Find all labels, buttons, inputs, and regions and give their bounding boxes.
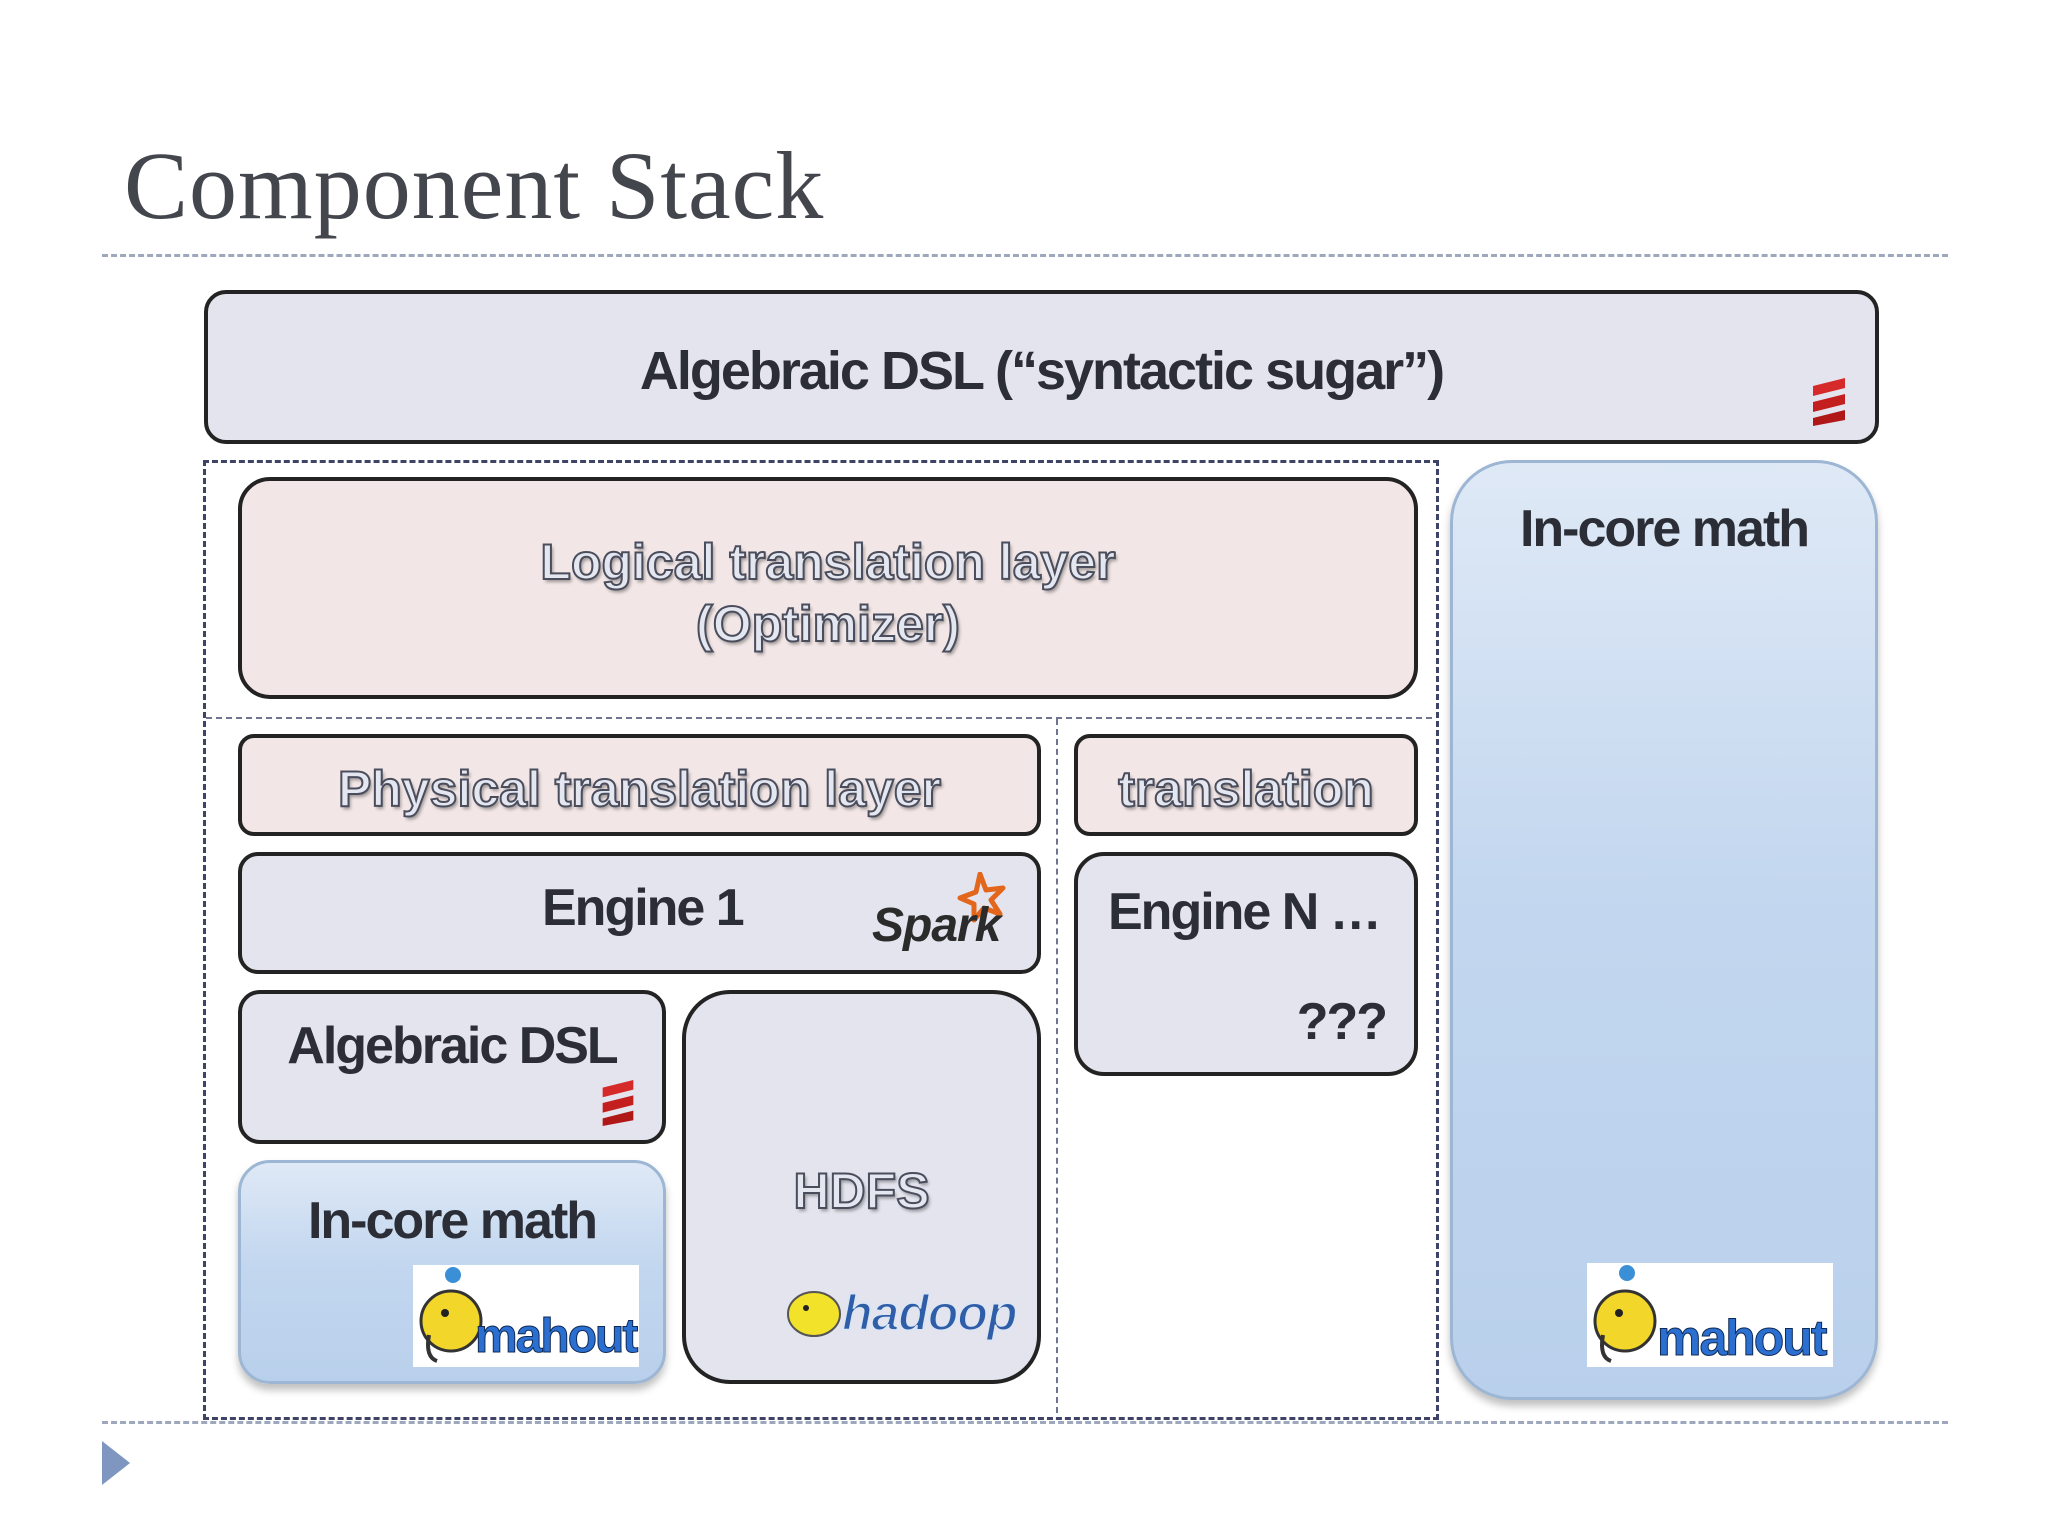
region-divider-horizontal	[206, 717, 1432, 719]
logical-translation-box: Logical translation layer (Optimizer)	[238, 477, 1418, 699]
mahout-logo-icon: mahout	[413, 1265, 639, 1367]
slide-bullet-icon	[102, 1441, 130, 1485]
mahout-logo-text: mahout	[474, 1310, 638, 1364]
hdfs-box: HDFS hadoop	[682, 990, 1041, 1384]
spark-logo-icon: Spark	[870, 871, 1010, 952]
optimizer-label: (Optimizer)	[695, 595, 961, 653]
hadoop-logo-icon: hadoop	[784, 1280, 1019, 1350]
region-divider-vertical	[1056, 719, 1058, 1413]
translation-box: translation	[1074, 734, 1418, 836]
spark-logo-text: Spark	[872, 899, 1001, 952]
incore-math-large-label: In-core math	[1519, 500, 1810, 558]
scala-icon-small	[602, 1080, 634, 1126]
physical-translation-box: Physical translation layer	[238, 734, 1041, 836]
translation-label: translation	[1117, 760, 1375, 818]
physical-translation-label: Physical translation layer	[337, 760, 942, 818]
hdfs-label: HDFS	[792, 1162, 930, 1220]
hadoop-logo-text: hadoop	[841, 1284, 1019, 1342]
engine-1-box: Engine 1 Spark	[238, 852, 1041, 974]
scala-icon	[1813, 378, 1845, 426]
engine-n-label: Engine N …	[1108, 883, 1382, 941]
incore-math-small-label: In-core math	[307, 1192, 598, 1250]
algebraic-dsl-box: Algebraic DSL	[238, 990, 666, 1144]
title-divider	[102, 254, 1948, 257]
engine-1-label: Engine 1	[542, 879, 745, 937]
incore-math-small-box: In-core math mahout	[238, 1160, 666, 1384]
mahout-logo-large-text: mahout	[1657, 1310, 1829, 1367]
algebraic-dsl-top-box: Algebraic DSL (“syntactic sugar”)	[204, 290, 1879, 444]
footer-divider	[102, 1421, 1948, 1424]
algebraic-dsl-top-label: Algebraic DSL (“syntactic sugar”)	[639, 341, 1445, 401]
algebraic-dsl-label: Algebraic DSL	[287, 1017, 618, 1075]
logical-translation-label: Logical translation layer	[539, 533, 1116, 591]
distributed-region	[203, 460, 1439, 1420]
engine-n-unknown: ???	[1296, 993, 1388, 1051]
page-title: Component Stack	[124, 132, 825, 239]
incore-math-large-box: In-core math mahout	[1450, 460, 1878, 1400]
engine-n-box: Engine N … ???	[1074, 852, 1418, 1076]
mahout-logo-large-icon: mahout	[1587, 1263, 1833, 1367]
